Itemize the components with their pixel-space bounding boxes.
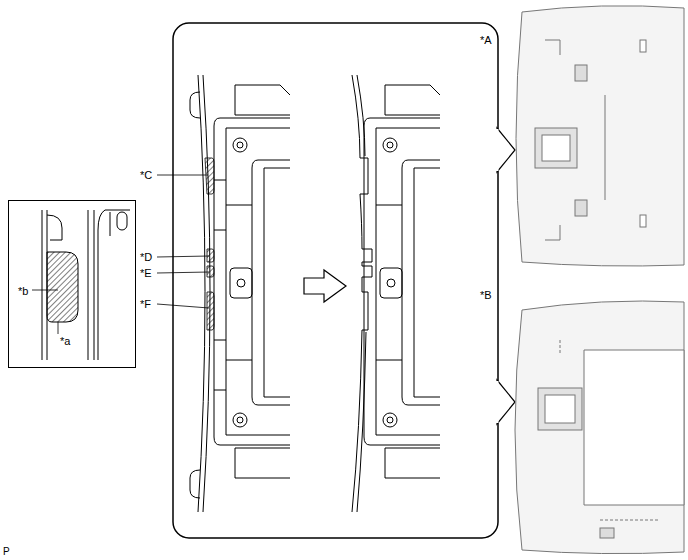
callout-letter: *B [479,289,493,301]
callout-letter: *C [139,169,153,181]
callout-letter: *F [139,298,152,310]
callout-letter: *E [139,267,153,279]
callout-letter: *A [479,34,493,46]
callout-letter: *b [17,285,29,297]
callout-letter: *a [59,335,71,347]
figure-code: P [2,546,11,558]
detail-inset: *b *a [8,200,136,368]
callout-letter: *D [139,251,153,263]
